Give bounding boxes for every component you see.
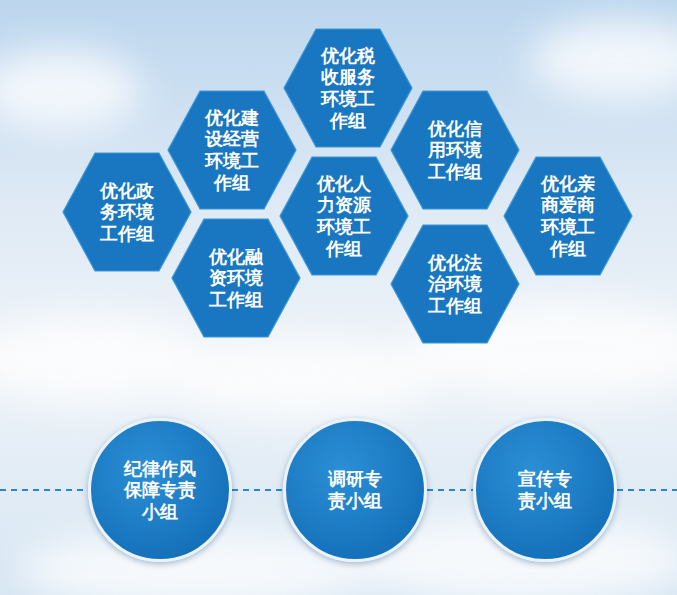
dashed-leader xyxy=(0,489,88,491)
group-name: 优化建设经营环境工作组 xyxy=(205,107,260,193)
group-circle: 调研专责小组 xyxy=(283,418,427,562)
group-hexagon: 优化信用环境工作组 xyxy=(391,91,519,209)
hexagon-fill xyxy=(280,157,408,275)
hexagon-fill xyxy=(63,153,191,271)
group-name: 优化人力资源环境工作组 xyxy=(317,173,372,259)
group-name: 优化融资环境工作组 xyxy=(209,246,264,311)
group-hexagon: 优化政务环境工作组 xyxy=(63,153,191,271)
dashed-connector xyxy=(232,489,283,491)
cloud-art xyxy=(0,20,677,595)
hexagon-fill xyxy=(168,91,296,209)
hexagon-fill xyxy=(504,157,632,275)
group-name: 宣传专责小组 xyxy=(518,468,573,511)
group-name: 优化税收服务环境工作组 xyxy=(321,45,376,131)
group-hexagon: 优化人力资源环境工作组 xyxy=(280,157,408,275)
hexagon-fill xyxy=(391,225,519,343)
group-hexagon: 优化法治环境工作组 xyxy=(391,225,519,343)
group-hexagon: 优化亲商爱商环境工作组 xyxy=(504,157,632,275)
group-name: 优化亲商爱商环境工作组 xyxy=(541,173,596,259)
group-hexagon: 优化融资环境工作组 xyxy=(172,219,300,337)
hexagon-fill xyxy=(284,29,412,147)
group-hexagon: 优化建设经营环境工作组 xyxy=(168,91,296,209)
hexagon-fill xyxy=(391,91,519,209)
hexagon-fill xyxy=(172,219,300,337)
dashed-connector xyxy=(427,489,473,491)
group-name: 优化法治环境工作组 xyxy=(428,252,483,317)
group-name: 优化信用环境工作组 xyxy=(428,118,483,183)
group-hexagon: 优化税收服务环境工作组 xyxy=(284,29,412,147)
group-name: 纪律作风保障专责小组 xyxy=(124,458,197,523)
group-name: 优化政务环境工作组 xyxy=(100,180,155,245)
group-circle: 纪律作风保障专责小组 xyxy=(88,418,232,562)
group-circle: 宣传专责小组 xyxy=(473,418,617,562)
group-name: 调研专责小组 xyxy=(328,468,383,511)
dashed-leader xyxy=(617,489,677,491)
